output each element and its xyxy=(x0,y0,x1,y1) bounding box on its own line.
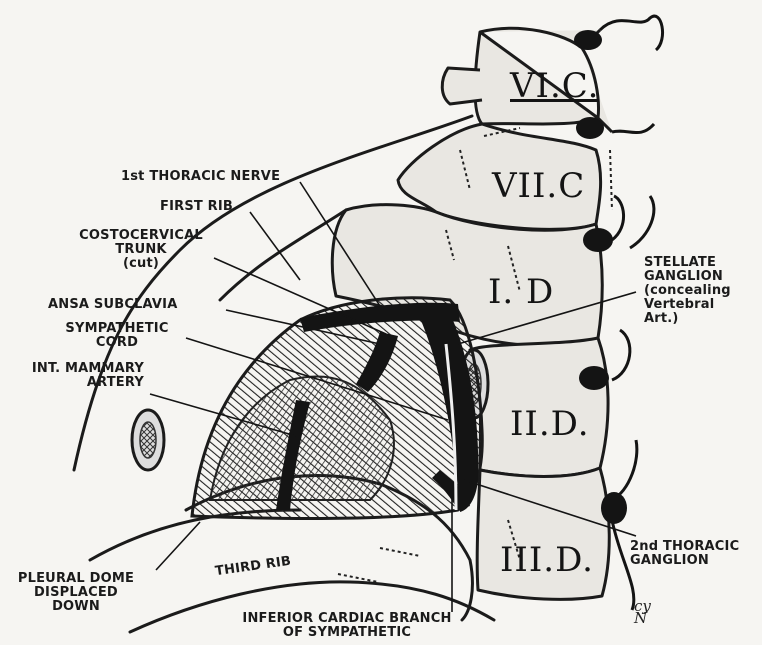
pleural-line-3: DOWN xyxy=(4,600,148,614)
costocervical-line-3: (cut) xyxy=(66,257,216,271)
inferior-cardiac-line-1: INFERIOR CARDIAC BRANCH xyxy=(222,612,472,626)
label-stellate-ganglion: STELLATE GANGLION (concealing Vertebral … xyxy=(644,256,731,326)
label-second-thoracic-ganglion: 2nd THORACIC GANGLION xyxy=(630,540,739,568)
sympathetic-line-1: SYMPATHETIC xyxy=(52,322,182,336)
pleural-line-1: PLEURAL DOME xyxy=(4,572,148,586)
costocervical-line-1: COSTOCERVICAL xyxy=(66,229,216,243)
vertebra-label-ii-d: II.D. xyxy=(510,404,590,444)
second-thoracic-line-1: 2nd THORACIC xyxy=(630,540,739,554)
pleural-line-2: DISPLACED xyxy=(4,586,148,600)
stellate-line-1: STELLATE xyxy=(644,256,731,270)
vertebra-label-iii-d: III.D. xyxy=(500,540,594,580)
stellate-line-3: (concealing xyxy=(644,284,731,298)
leader-first-rib xyxy=(250,212,300,280)
stellate-line-4: Vertebral xyxy=(644,298,731,312)
artist-signature: cy N xyxy=(634,600,651,624)
label-sympathetic-cord: SYMPATHETIC CORD xyxy=(52,322,182,350)
label-pleural-dome: PLEURAL DOME DISPLACED DOWN xyxy=(4,572,148,614)
costocervical-line-2: TRUNK xyxy=(66,243,216,257)
label-ansa-subclavia: ANSA SUBCLAVIA xyxy=(48,298,177,312)
vertebra-label-vii-c: VII.C xyxy=(492,166,585,206)
int-mammary-line-1: INT. MAMMARY xyxy=(2,362,144,376)
int-mammary-line-2: ARTERY xyxy=(2,376,144,390)
vertebra-label-vi-c: VI.C. xyxy=(510,66,599,106)
vertebra-vi-c-process xyxy=(442,68,482,104)
label-costocervical-trunk: COSTOCERVICAL TRUNK (cut) xyxy=(66,229,216,271)
label-int-mammary-artery: INT. MAMMARY ARTERY xyxy=(2,362,144,390)
stellate-line-5: Art.) xyxy=(644,312,731,326)
inferior-cardiac-line-2: OF SYMPATHETIC xyxy=(222,626,472,640)
vertebra-label-i-d: I. D xyxy=(488,272,554,312)
label-first-rib: FIRST RIB xyxy=(160,200,233,214)
label-first-thoracic-nerve: 1st THORACIC NERVE xyxy=(121,170,280,184)
stellate-line-2: GANGLION xyxy=(644,270,731,284)
label-inferior-cardiac-branch: INFERIOR CARDIAC BRANCH OF SYMPATHETIC xyxy=(222,612,472,640)
second-thoracic-line-2: GANGLION xyxy=(630,554,739,568)
sympathetic-line-2: CORD xyxy=(52,336,182,350)
